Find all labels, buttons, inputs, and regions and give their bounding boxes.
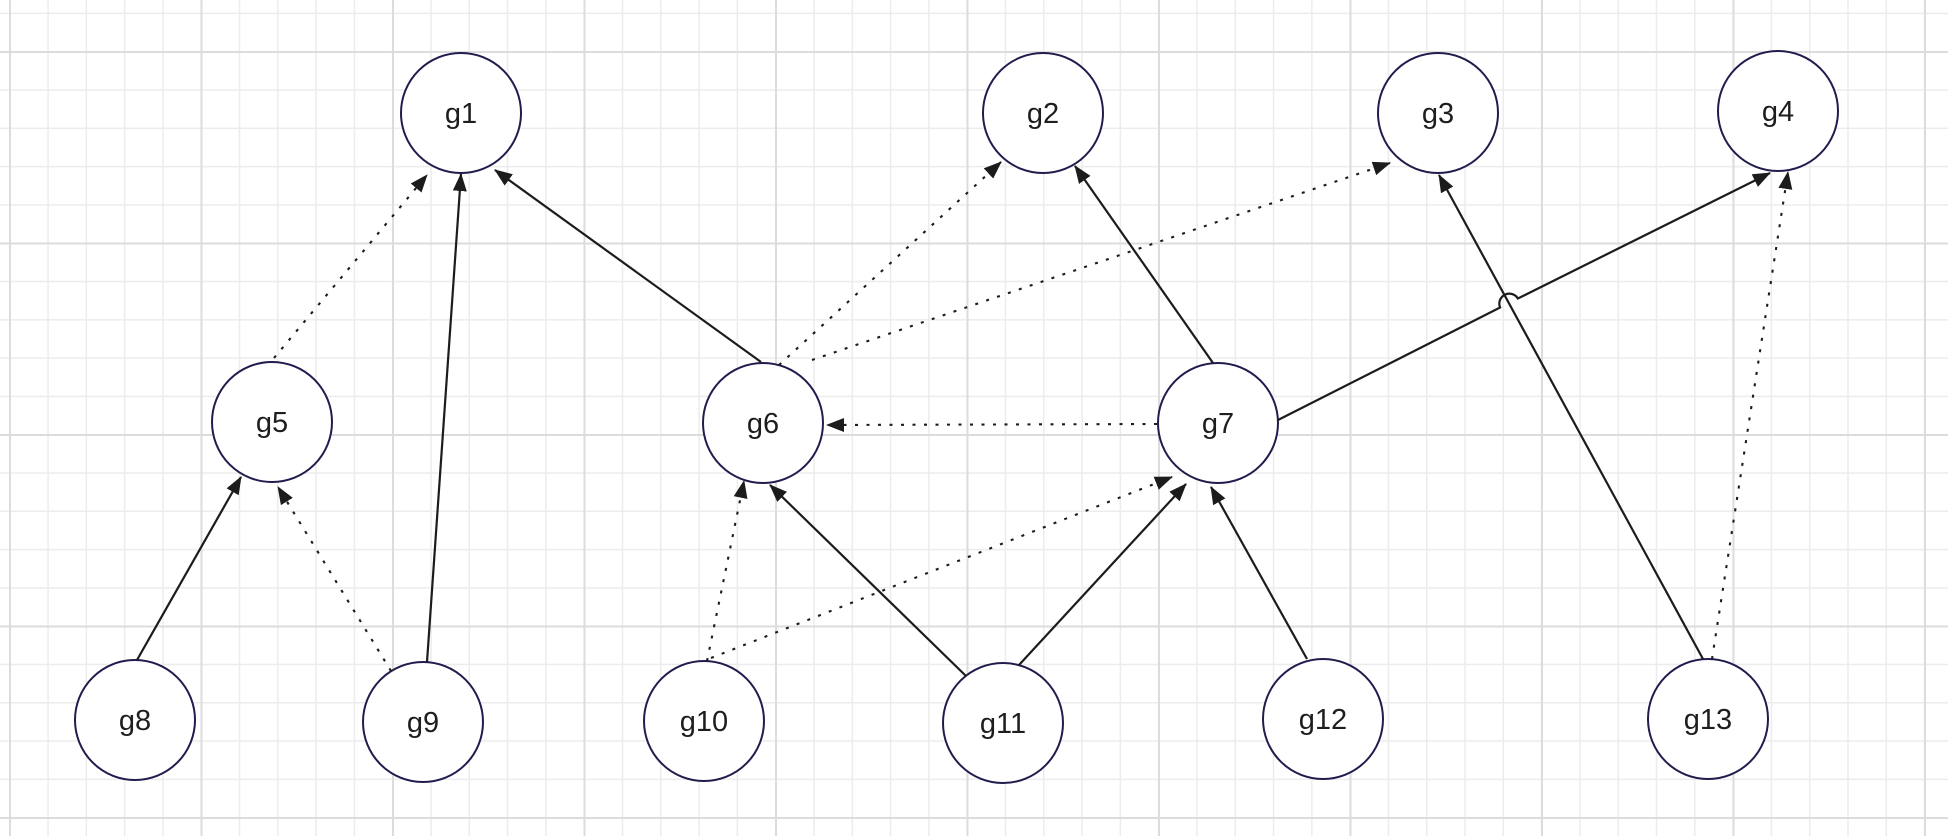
edge-g11-to-g6-solid[interactable]	[769, 484, 967, 677]
edge-g11-to-g7-solid[interactable]	[1018, 483, 1187, 666]
node-circle-g3[interactable]	[1377, 52, 1499, 174]
node-g4[interactable]: g4	[1717, 50, 1839, 172]
node-label-g9: g9	[407, 707, 439, 739]
edge-g6-to-g1-solid[interactable]	[494, 169, 762, 363]
node-circle-g4[interactable]	[1717, 50, 1839, 172]
node-label-g12: g12	[1299, 704, 1347, 736]
node-g10[interactable]: g10	[643, 660, 765, 782]
edge-g7-to-g4-solid[interactable]	[1277, 172, 1771, 421]
node-g6[interactable]: g6	[702, 362, 824, 484]
edge-g10-to-g6-dotted[interactable]	[705, 480, 748, 662]
node-circle-g13[interactable]	[1647, 658, 1769, 780]
node-label-g11: g11	[980, 708, 1026, 740]
edge-g7-to-g2-solid[interactable]	[1074, 165, 1214, 364]
edge-g6-to-g2-dotted[interactable]	[778, 161, 1002, 366]
node-circle-g8[interactable]	[74, 659, 196, 781]
node-circle-g10[interactable]	[643, 660, 765, 782]
node-g8[interactable]: g8	[74, 659, 196, 781]
node-circle-g1[interactable]	[400, 52, 522, 174]
edge-g12-to-g7-solid[interactable]	[1210, 486, 1308, 660]
edge-g6-to-g3-dotted[interactable]	[811, 161, 1391, 361]
edge-g13-to-g4-dotted[interactable]	[1710, 171, 1793, 660]
node-label-g8: g8	[119, 705, 151, 737]
node-g12[interactable]: g12	[1262, 658, 1384, 780]
node-g7[interactable]: g7	[1157, 362, 1279, 484]
node-label-g2: g2	[1027, 98, 1059, 130]
node-g11[interactable]: g11	[942, 662, 1064, 784]
node-circle-g7[interactable]	[1157, 362, 1279, 484]
node-circle-g6[interactable]	[702, 362, 824, 484]
node-label-g10: g10	[680, 706, 728, 738]
edge-g9-to-g1-solid[interactable]	[425, 173, 467, 663]
node-circle-g9[interactable]	[362, 661, 484, 783]
nodes-layer: g1 g2 g3 g4 g5 g6 g7 g8 g9 g10 g11 g12 g13	[74, 50, 1839, 784]
node-circle-g2[interactable]	[982, 52, 1104, 174]
node-label-g13: g13	[1684, 704, 1732, 736]
node-label-g7: g7	[1202, 408, 1234, 440]
node-label-g4: g4	[1762, 96, 1794, 128]
edge-g9-to-g5-dotted[interactable]	[277, 486, 392, 672]
node-label-g3: g3	[1422, 98, 1454, 130]
node-label-g6: g6	[747, 408, 779, 440]
node-circle-g11[interactable]	[942, 662, 1064, 784]
edges-layer	[136, 161, 1793, 677]
node-g9[interactable]: g9	[362, 661, 484, 783]
node-label-g1: g1	[445, 98, 477, 130]
node-circle-g12[interactable]	[1262, 658, 1384, 780]
node-g1[interactable]: g1	[400, 52, 522, 174]
edge-g5-to-g1-dotted[interactable]	[273, 174, 428, 359]
node-label-g5: g5	[256, 407, 288, 439]
edge-g7-to-g6-dotted[interactable]	[826, 417, 1158, 432]
node-g3[interactable]: g3	[1377, 52, 1499, 174]
node-g13[interactable]: g13	[1647, 658, 1769, 780]
edge-g10-to-g7-dotted[interactable]	[710, 476, 1173, 659]
node-g5[interactable]: g5	[211, 361, 333, 483]
node-circle-g5[interactable]	[211, 361, 333, 483]
edge-g8-to-g5-solid[interactable]	[136, 476, 242, 661]
edge-g13-to-g3-solid[interactable]	[1438, 174, 1704, 660]
node-g2[interactable]: g2	[982, 52, 1104, 174]
